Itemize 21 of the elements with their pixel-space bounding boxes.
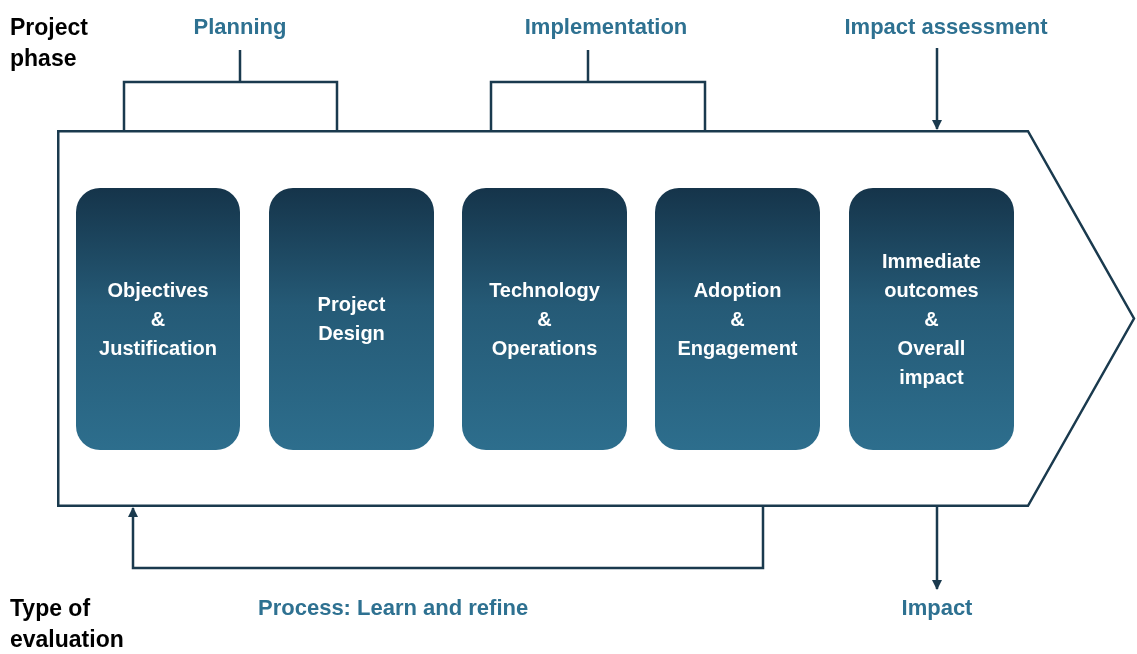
- bracket-connector: [489, 48, 707, 132]
- phase-label: Planning: [185, 12, 295, 42]
- step-text: Technology & Operations: [488, 277, 601, 361]
- process-box: [462, 188, 627, 450]
- bracket-connector: [122, 48, 339, 132]
- step-text: Objectives & Justification: [98, 277, 218, 361]
- phase-label: Impact assessment: [826, 12, 1066, 42]
- arrow: [932, 507, 942, 590]
- row-heading: Project phase: [10, 13, 89, 73]
- process-box: [655, 188, 820, 450]
- phase-label: Implementation: [508, 12, 704, 42]
- arrow: [128, 507, 765, 570]
- arrow: [932, 48, 942, 130]
- step-text: Project Design: [316, 292, 387, 346]
- process-box: [76, 188, 240, 450]
- step-text: Immediate outcomes & Overall impact: [881, 248, 982, 390]
- row-heading: Type of evaluation: [10, 594, 125, 654]
- step-text: Adoption & Engagement: [676, 277, 799, 361]
- process-box: [849, 188, 1014, 450]
- phase-label: Impact: [892, 593, 982, 623]
- process-box: [269, 188, 434, 450]
